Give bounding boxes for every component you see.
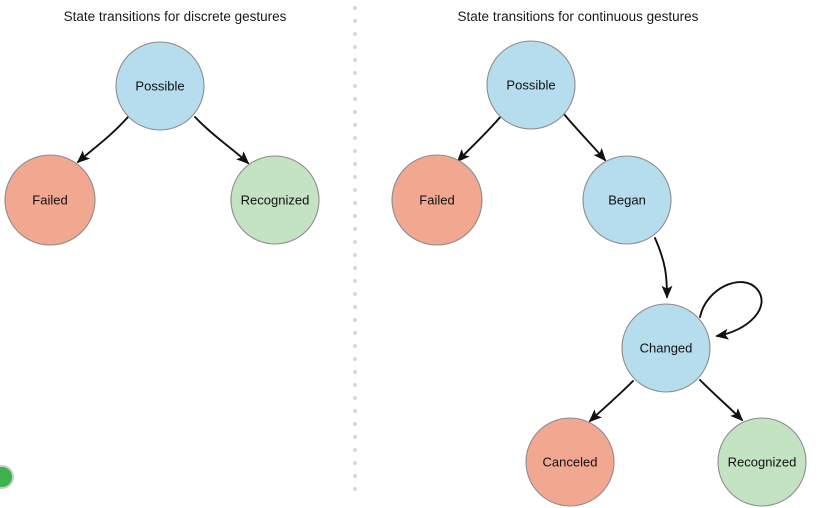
divider-dot xyxy=(352,96,358,102)
divider-dot xyxy=(352,447,358,453)
divider-dot xyxy=(352,330,358,336)
divider-dot xyxy=(352,174,358,180)
state-node-d-possible[interactable]: Possible xyxy=(115,41,205,131)
state-node-c-recognized[interactable]: Recognized xyxy=(717,417,807,507)
divider-dot xyxy=(352,161,358,167)
edge-c-possible-to-failed xyxy=(456,114,503,163)
edge-possible-to-recognized xyxy=(194,116,250,165)
divider-dot xyxy=(352,265,358,271)
state-circle-c-recognized[interactable] xyxy=(717,417,807,507)
divider-dot xyxy=(352,408,358,414)
divider-dot xyxy=(352,70,358,76)
divider-dot xyxy=(352,31,358,37)
state-circle-d-possible[interactable] xyxy=(115,41,205,131)
state-circle-c-began[interactable] xyxy=(582,155,672,245)
divider-dot xyxy=(352,473,358,479)
state-label-d-possible: Possible xyxy=(135,79,184,94)
state-label-c-began: Began xyxy=(608,193,646,208)
state-node-d-recognized[interactable]: Recognized xyxy=(230,155,320,245)
divider-dot xyxy=(352,434,358,440)
divider-dot xyxy=(352,382,358,388)
divider-dot xyxy=(352,395,358,401)
edge-changed-to-recognized xyxy=(699,379,744,422)
divider-dot xyxy=(352,304,358,310)
edge-began-to-changed xyxy=(654,237,673,299)
divider-dot xyxy=(352,44,358,50)
state-label-c-failed: Failed xyxy=(419,193,454,208)
divider-dot xyxy=(352,239,358,245)
state-node-c-began[interactable]: Began xyxy=(582,155,672,245)
panel-title-discrete: State transitions for discrete gestures xyxy=(64,9,287,24)
divider-dot xyxy=(352,18,358,24)
state-node-c-possible[interactable]: Possible xyxy=(486,40,576,130)
divider-dot xyxy=(352,200,358,206)
state-label-d-recognized: Recognized xyxy=(241,193,310,208)
divider-dot xyxy=(352,317,358,323)
edge-changed-self-loop xyxy=(699,281,763,340)
divider-dot xyxy=(352,343,358,349)
state-circle-c-canceled[interactable] xyxy=(525,417,615,507)
panel-divider xyxy=(352,5,358,492)
edges-layer xyxy=(76,112,763,423)
divider-dot xyxy=(352,148,358,154)
divider-dot xyxy=(352,122,358,128)
divider-dot xyxy=(352,135,358,141)
divider-dot xyxy=(352,226,358,232)
state-node-c-changed[interactable]: Changed xyxy=(621,303,711,393)
state-circle-c-failed[interactable] xyxy=(391,154,483,246)
edge-changed-to-canceled xyxy=(588,380,634,423)
divider-dot xyxy=(352,460,358,466)
divider-dot xyxy=(352,57,358,63)
divider-dot xyxy=(352,213,358,219)
divider-dot xyxy=(352,369,358,375)
state-circle-d-failed[interactable] xyxy=(4,154,96,246)
state-label-c-recognized: Recognized xyxy=(728,455,797,470)
divider-dot xyxy=(352,252,358,258)
state-circle-c-changed[interactable] xyxy=(621,303,711,393)
state-label-c-changed: Changed xyxy=(640,341,693,356)
divider-dot xyxy=(352,356,358,362)
divider-dot xyxy=(352,486,358,492)
divider-dot xyxy=(352,109,358,115)
edge-c-possible-to-began xyxy=(562,112,607,162)
panel-title-continuous: State transitions for continuous gesture… xyxy=(458,9,699,24)
corner-green-badge xyxy=(0,465,14,489)
state-node-c-failed[interactable]: Failed xyxy=(391,154,483,246)
state-node-c-canceled[interactable]: Canceled xyxy=(525,417,615,507)
state-label-c-canceled: Canceled xyxy=(543,455,598,470)
edge-possible-to-failed xyxy=(76,116,129,164)
state-label-c-possible: Possible xyxy=(506,78,555,93)
state-node-d-failed[interactable]: Failed xyxy=(4,154,96,246)
divider-dot xyxy=(352,187,358,193)
state-circle-c-possible[interactable] xyxy=(486,40,576,130)
state-circle-d-recognized[interactable] xyxy=(230,155,320,245)
divider-dot xyxy=(352,421,358,427)
divider-dot xyxy=(352,278,358,284)
divider-dot xyxy=(352,291,358,297)
divider-dot xyxy=(352,5,358,11)
state-label-d-failed: Failed xyxy=(32,193,67,208)
divider-dot xyxy=(352,83,358,89)
